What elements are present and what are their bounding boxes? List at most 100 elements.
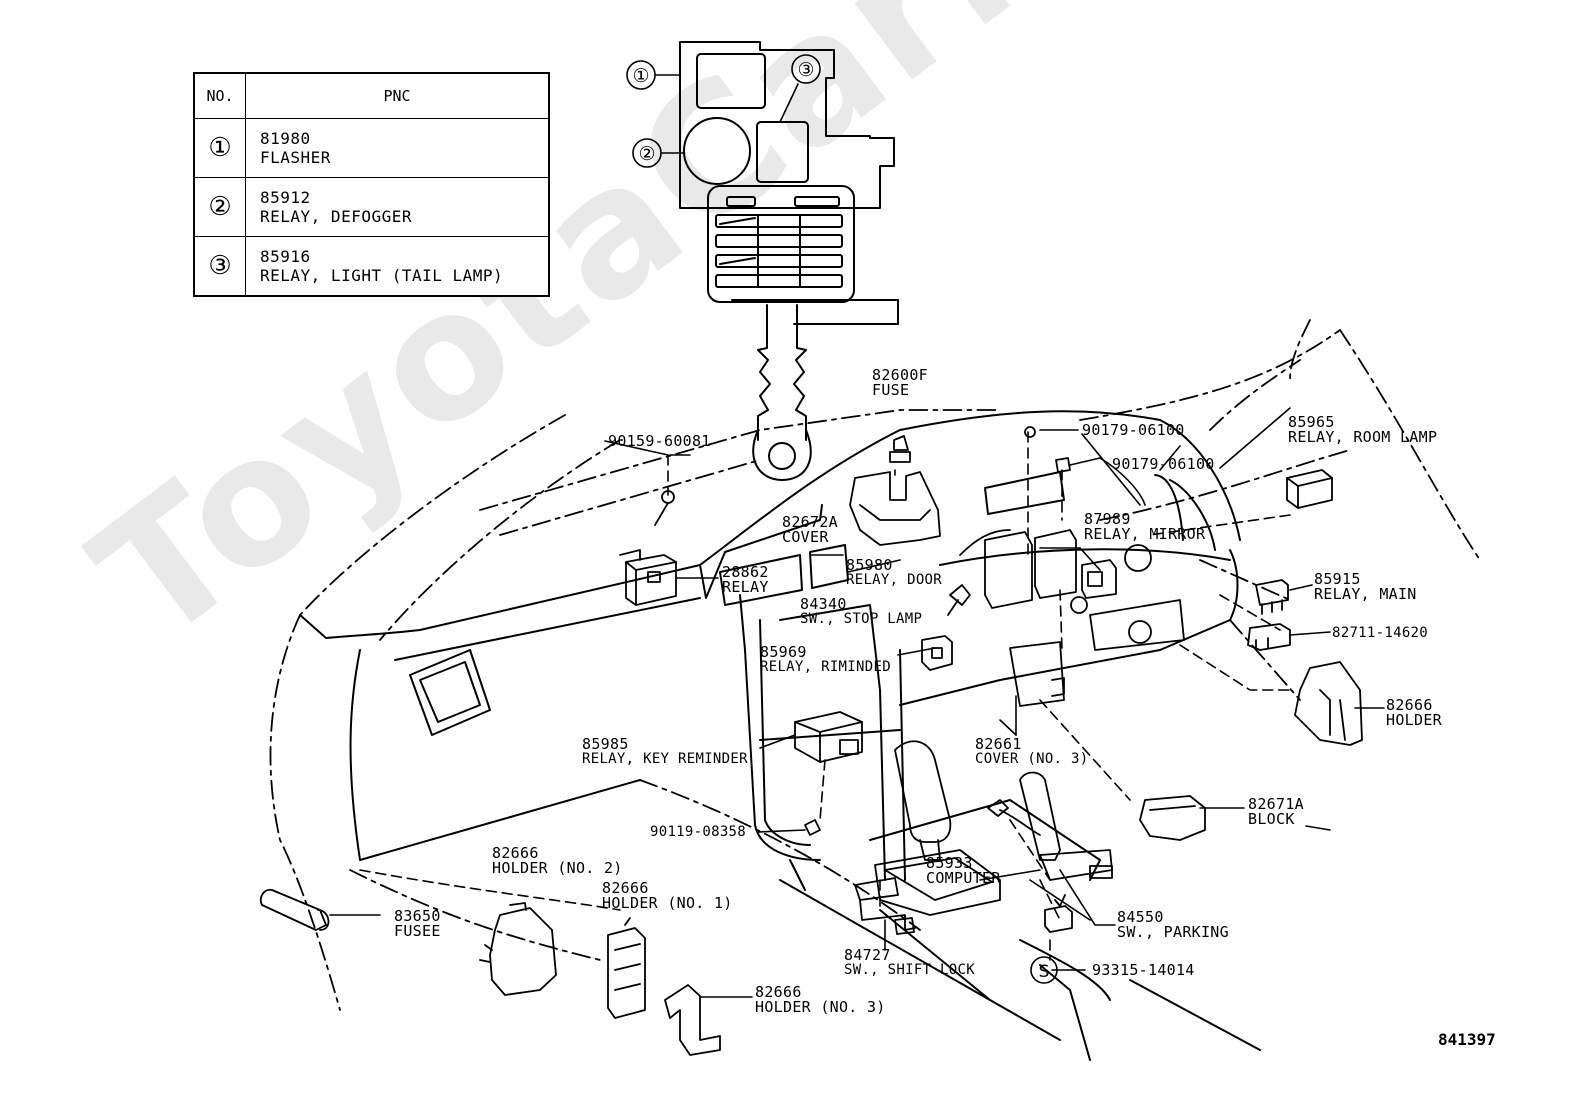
legend-header-no: NO.	[193, 72, 246, 119]
part-description: RELAY, ROOM LAMP	[1288, 428, 1438, 446]
callout-1: ①	[632, 65, 649, 87]
part-label-84340: 84340 SW., STOP LAMP	[800, 597, 922, 627]
part-description: SW., SHIFT LOCK	[844, 962, 975, 978]
part-description: HOLDER (NO. 1)	[602, 894, 733, 912]
part-number: 90119-08358	[650, 824, 747, 840]
part-description: SW., PARKING	[1117, 923, 1229, 941]
legend-row-pnc: 85912	[260, 188, 311, 207]
part-label-84727: 84727 SW., SHIFT LOCK	[844, 948, 975, 978]
legend-row: ② 85912 RELAY, DEFOGGER	[193, 177, 550, 237]
part-number: 28862	[722, 563, 769, 581]
part-label-84550: 84550 SW., PARKING	[1117, 910, 1229, 940]
part-description: COMPUTER	[926, 869, 1001, 887]
junction-block-drawing	[679, 41, 899, 481]
part-label-90119-08358: 90119-08358	[650, 825, 746, 840]
part-description: HOLDER (NO. 2)	[492, 859, 623, 877]
part-number: 84727	[844, 946, 891, 964]
part-number: 85915	[1314, 570, 1361, 588]
leader-lines	[329, 74, 1385, 998]
part-label-85933: 85933 COMPUTER	[926, 856, 1001, 886]
callout-s-circle	[1030, 956, 1058, 984]
part-description: RELAY	[722, 578, 769, 596]
part-label-82666-holder-no3: 82666 HOLDER (NO. 3)	[755, 985, 886, 1015]
part-label-82671a: 82671A BLOCK	[1248, 797, 1304, 827]
part-label-85965: 85965 RELAY, ROOM LAMP	[1288, 415, 1437, 445]
legend-row-pnc-cell: 81980 FLASHER	[245, 118, 550, 178]
callout-3: ③	[797, 59, 814, 81]
legend-row-no: ①	[193, 118, 246, 178]
part-label-85969: 85969 RELAY, RIMINDED	[760, 645, 891, 675]
part-label-90179-06100-a: 90179-06100	[1082, 423, 1185, 438]
part-description: RELAY, RIMINDED	[760, 659, 891, 675]
part-number: 82671A	[1248, 795, 1304, 813]
legend-header-pnc: PNC	[245, 72, 550, 119]
part-description: FUSE	[872, 381, 910, 399]
part-label-87989: 87989 RELAY, MIRROR	[1084, 512, 1205, 542]
part-label-82666-holder-no1: 82666 HOLDER (NO. 1)	[602, 881, 733, 911]
legend-row-pnc: 81980	[260, 129, 311, 148]
part-number: 90179-06100	[1112, 455, 1215, 473]
callout-2: ②	[638, 143, 655, 165]
part-number: 90159-60081	[608, 432, 711, 450]
legend-row-pnc-cell: 85916 RELAY, LIGHT (TAIL LAMP)	[245, 236, 550, 297]
part-description: RELAY, KEY REMINDER	[582, 751, 748, 767]
callout-2-circle	[632, 138, 662, 168]
dashed-leaders	[359, 431, 1291, 961]
part-label-82661: 82661 COVER (NO. 3)	[975, 737, 1088, 767]
part-number: 85969	[760, 643, 807, 661]
part-description: RELAY, DOOR	[846, 572, 943, 588]
part-label-93315-14014: 93315-14014	[1092, 963, 1195, 978]
callout-3-circle	[791, 54, 821, 84]
part-label-82666-holder-no2: 82666 HOLDER (NO. 2)	[492, 846, 623, 876]
part-label-85915: 85915 RELAY, MAIN	[1314, 572, 1417, 602]
figure-code: 841397	[1438, 1030, 1496, 1049]
callout-1-circle	[626, 60, 656, 90]
part-label-82672a: 82672A COVER	[782, 515, 838, 545]
legend-row-pnc: 85916	[260, 247, 311, 266]
part-label-90179-06100-b: 90179-06100	[1112, 457, 1215, 472]
part-number: 87989	[1084, 510, 1131, 528]
part-number: 84340	[800, 595, 847, 613]
part-number: 82666	[492, 844, 539, 862]
part-description: HOLDER (NO. 3)	[755, 998, 886, 1016]
part-description: HOLDER	[1386, 711, 1442, 729]
part-number: 84550	[1117, 908, 1164, 926]
part-label-90159-60081: 90159-60081	[608, 434, 711, 449]
part-label-85980: 85980 RELAY, DOOR	[846, 558, 942, 588]
part-number: 85933	[926, 854, 973, 872]
part-number: 82666	[1386, 696, 1433, 714]
dash-dot-lines	[269, 319, 1481, 1011]
part-number: 82672A	[782, 513, 838, 531]
part-label-83650: 83650 FUSEE	[394, 909, 441, 939]
legend-table: NO. PNC ① 81980 FLASHER ② 85912 RELAY, D…	[193, 72, 550, 297]
part-label-82711-14620: 82711-14620	[1332, 626, 1428, 641]
part-description: BLOCK	[1248, 810, 1295, 828]
part-description: RELAY, MAIN	[1314, 585, 1417, 603]
part-number: 93315-14014	[1092, 961, 1195, 979]
callout-s: S	[1039, 962, 1050, 982]
part-label-82666-holder: 82666 HOLDER	[1386, 698, 1442, 728]
legend-row: ③ 85916 RELAY, LIGHT (TAIL LAMP)	[193, 236, 550, 297]
part-label-85985: 85985 RELAY, KEY REMINDER	[582, 737, 748, 767]
legend-row-pnc-cell: 85912 RELAY, DEFOGGER	[245, 177, 550, 237]
legend-row-desc: RELAY, DEFOGGER	[260, 207, 412, 226]
part-label-28862: 28862 RELAY	[722, 565, 769, 595]
part-number: 82711-14620	[1332, 625, 1429, 641]
legend-row-desc: FLASHER	[260, 148, 331, 167]
part-label-82600f: 82600F FUSE	[872, 368, 928, 398]
part-description: COVER	[782, 528, 829, 546]
legend-row-no: ③	[193, 236, 246, 297]
part-number: 82666	[755, 983, 802, 1001]
legend-row: ① 81980 FLASHER	[193, 118, 550, 178]
part-description: COVER (NO. 3)	[975, 751, 1089, 767]
legend-header-row: NO. PNC	[193, 72, 550, 119]
legend-row-no: ②	[193, 177, 246, 237]
callout-circles	[626, 54, 1058, 984]
part-number: 90179-06100	[1082, 421, 1185, 439]
part-number: 82600F	[872, 366, 928, 384]
part-number: 82661	[975, 735, 1022, 753]
part-description: SW., STOP LAMP	[800, 611, 923, 627]
part-number: 85965	[1288, 413, 1335, 431]
part-number: 85985	[582, 735, 629, 753]
